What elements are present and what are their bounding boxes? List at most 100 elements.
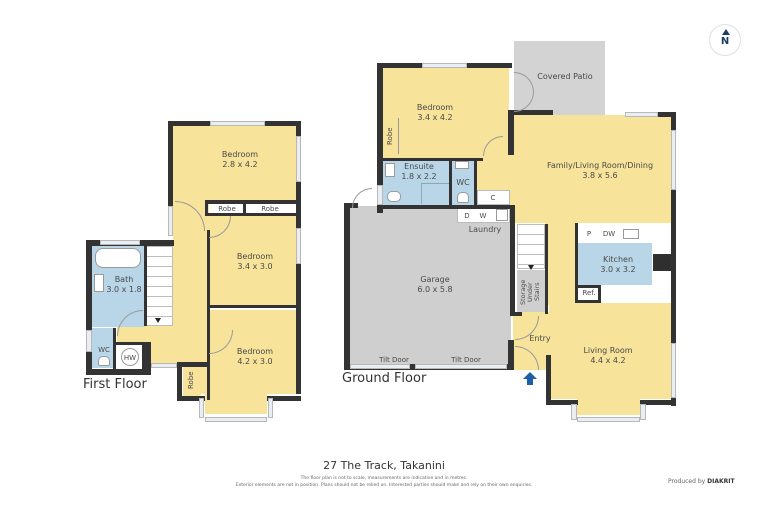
room-size: 3.0 x 1.8: [106, 285, 142, 294]
shower-icon: [421, 183, 449, 204]
wall: [508, 110, 553, 115]
family-fill: [509, 115, 671, 223]
wall: [658, 112, 676, 117]
wall: [474, 160, 477, 205]
label-tilt-door-2: Tilt Door: [451, 356, 481, 364]
wall: [575, 300, 601, 303]
wall: [205, 200, 208, 216]
room-label-robe: Robe: [261, 205, 279, 213]
cupboard-fill: [477, 190, 510, 205]
room-label-covered-patio: Covered Patio: [537, 72, 593, 81]
room-name: Bath: [114, 275, 134, 284]
window: [151, 363, 177, 368]
room-size: 1.8 x 2.2: [401, 172, 437, 181]
stairs-down-arrow-icon: [528, 265, 534, 270]
label-dryer: D: [464, 212, 470, 220]
wall: [177, 362, 208, 367]
disclaimer-line-1: The floor plan is not to scale, measurem…: [300, 476, 468, 481]
storage-fill: [517, 270, 545, 312]
wall: [144, 246, 147, 326]
room-name: Ensuite: [404, 162, 434, 171]
wall: [671, 112, 676, 406]
window: [671, 130, 676, 190]
window: [577, 417, 640, 422]
producer-prefix: Produced by: [668, 478, 706, 485]
room-label-storage-under-stairs: Storage Under Stairs: [519, 279, 541, 305]
wall: [142, 342, 151, 375]
window: [296, 228, 301, 264]
window: [640, 404, 646, 420]
window: [377, 185, 383, 205]
window: [199, 398, 204, 418]
wall: [207, 305, 296, 308]
cooktop-icon: [654, 255, 670, 270]
wall: [116, 342, 144, 345]
wall: [510, 312, 522, 316]
wall: [383, 158, 483, 161]
room-label-bedroom-gf: Bedroom 3.4 x 4.2: [400, 103, 470, 123]
room-name: Kitchen: [602, 255, 634, 264]
north-arrow-icon: [722, 29, 730, 35]
wall: [177, 396, 205, 401]
wall: [177, 362, 182, 400]
window: [100, 240, 140, 245]
room-name: Living Room: [583, 346, 633, 355]
label-pantry: P: [586, 230, 592, 238]
stairs-ground-floor: [517, 224, 545, 269]
wall: [344, 203, 350, 368]
vanity-icon: [94, 274, 104, 292]
room-label-living: Living Room 4.4 x 4.2: [578, 346, 638, 366]
entry-arrow-icon[interactable]: [523, 372, 537, 386]
room-label-garage: Garage 6.0 x 5.8: [400, 275, 470, 295]
vanity-icon: [385, 163, 395, 177]
kitchen-island-fill: [576, 243, 652, 285]
hot-water-icon: [121, 348, 139, 366]
room-size: 3.0 x 3.2: [600, 265, 636, 274]
window: [671, 343, 676, 398]
label-tilt-door-1: Tilt Door: [379, 356, 409, 364]
wall: [508, 110, 514, 155]
wall: [545, 224, 548, 314]
toilet-icon: [457, 192, 469, 203]
wall: [575, 223, 578, 303]
producer-credit: Produced by DIAKRIT: [668, 478, 735, 485]
room-size: 3.4 x 3.0: [237, 262, 273, 271]
compass-label: N: [720, 36, 730, 47]
bay-fill: [205, 394, 267, 414]
room-label-bedroom-2: Bedroom 3.4 x 3.0: [225, 252, 285, 272]
basin-icon: [455, 161, 469, 169]
wall: [377, 63, 383, 213]
label-refrigerator: Ref.: [582, 289, 596, 297]
room-label-wc-gf: WC: [456, 178, 470, 187]
room-label-laundry: Laundry: [468, 225, 502, 234]
label-dishwasher: DW: [602, 230, 616, 238]
bedroom-1-fill: [173, 126, 296, 201]
room-label-family: Family/Living Room/Dining 3.8 x 5.6: [545, 161, 655, 181]
producer-brand: DIAKRIT: [707, 478, 735, 485]
room-label-bath: Bath 3.0 x 1.8: [104, 275, 144, 295]
room-name: Family/Living Room/Dining: [546, 161, 654, 170]
room-name: Bedroom: [221, 150, 259, 159]
room-label-hw: HW: [123, 354, 137, 362]
wall: [510, 205, 515, 313]
garage-fill: [350, 206, 511, 364]
address-title: 27 The Track, Takanini: [323, 459, 445, 472]
room-label-kitchen: Kitchen 3.0 x 3.2: [593, 255, 643, 275]
window: [415, 364, 507, 369]
floor-label-first: First Floor: [83, 377, 147, 392]
window: [422, 63, 467, 68]
window: [86, 330, 92, 352]
floor-label-ground: Ground Floor: [342, 371, 427, 386]
room-name: Bedroom: [236, 252, 274, 261]
room-size: 4.4 x 4.2: [590, 356, 626, 365]
room-label-robe: Robe: [386, 127, 394, 145]
room-label-robe: Robe: [218, 205, 236, 213]
window: [571, 404, 577, 420]
label-washer: W: [479, 212, 487, 220]
wall: [113, 328, 116, 370]
toilet-icon: [98, 356, 110, 366]
living-fill: [549, 303, 671, 399]
room-size: 3.4 x 4.2: [417, 113, 453, 122]
room-name: Bedroom: [416, 103, 454, 112]
